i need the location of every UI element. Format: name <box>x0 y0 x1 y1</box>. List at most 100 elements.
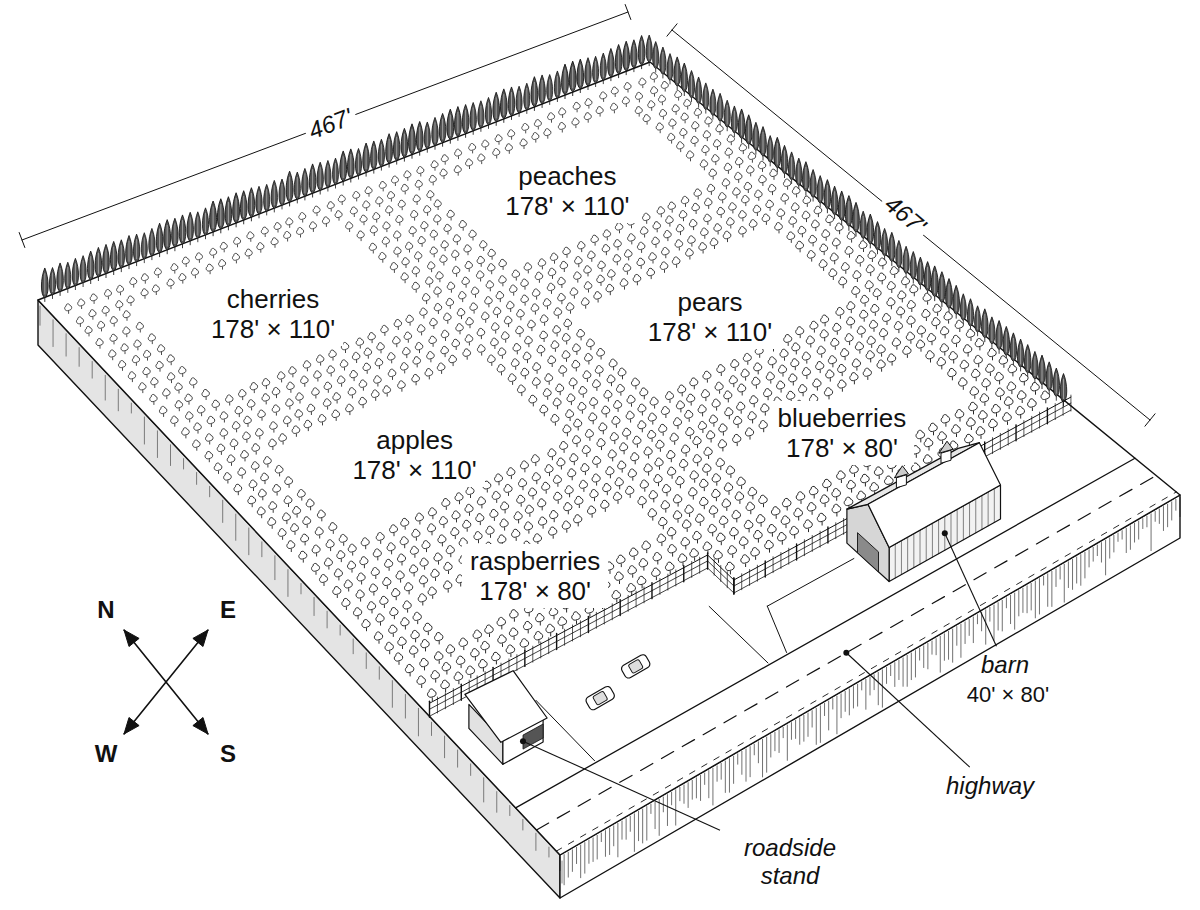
fruit-tree <box>261 473 269 484</box>
shade-stroke <box>40 306 41 325</box>
fruit-tree <box>653 222 661 233</box>
hatch-stroke <box>1118 533 1119 541</box>
poplar-tree <box>547 75 553 105</box>
shade-stroke <box>327 611 328 628</box>
fruit-tree <box>696 514 704 526</box>
barn-board <box>938 520 939 554</box>
hatch-stroke <box>617 823 618 856</box>
fruit-tree <box>995 372 1003 384</box>
fruit-tree <box>724 391 732 402</box>
hatch-stroke <box>994 605 995 640</box>
fruit-tree <box>534 631 543 643</box>
hatch-stroke <box>803 715 804 741</box>
fruit-tree <box>419 576 427 588</box>
fruit-tree <box>685 505 693 517</box>
fruit-tree <box>635 92 642 102</box>
fruit-tree <box>481 312 489 323</box>
fruit-tree <box>560 261 568 272</box>
fruit-tree <box>431 569 439 581</box>
poplar-tree <box>286 171 293 206</box>
fruit-tree <box>702 145 709 155</box>
fruit-tree <box>631 378 639 389</box>
fruit-tree <box>608 270 616 281</box>
fruit-tree <box>654 474 662 486</box>
hatch-stroke <box>1056 569 1057 587</box>
fruit-tree <box>534 120 541 130</box>
poplar-tree <box>608 48 614 81</box>
fruit-tree <box>863 368 871 380</box>
fruit-tree <box>833 323 841 334</box>
fruit-tree <box>688 236 696 247</box>
fruit-tree <box>717 207 725 218</box>
hatch-stroke <box>650 804 651 813</box>
fruit-tree <box>1041 391 1050 403</box>
fruit-tree <box>979 411 988 423</box>
fruit-tree <box>866 265 874 276</box>
fruit-tree <box>411 630 419 642</box>
fruit-tree <box>269 439 277 450</box>
fruit-tree <box>838 364 846 376</box>
fruit-tree <box>327 366 335 377</box>
fruit-tree <box>361 538 369 549</box>
fruit-tree <box>847 317 855 328</box>
orchard-plot: pears178' × 110' <box>640 285 780 349</box>
fruit-tree <box>679 459 687 471</box>
poplar-tree <box>660 47 666 78</box>
fruit-tree <box>499 276 506 287</box>
fruit-tree <box>340 360 348 371</box>
hatch-stroke <box>568 852 569 877</box>
fruit-tree <box>285 477 293 488</box>
shade-stroke <box>66 334 67 356</box>
shade-stroke <box>248 528 249 555</box>
hatch-stroke <box>667 795 668 826</box>
fruit-tree <box>509 628 517 640</box>
fruit-tree <box>910 285 918 296</box>
hatch-stroke <box>725 761 726 792</box>
fruit-tree <box>807 503 816 515</box>
fruit-tree <box>701 228 709 239</box>
poplar-tree <box>696 77 702 108</box>
fruit-tree <box>595 366 603 377</box>
fruit-tree <box>333 393 341 404</box>
fruit-tree <box>437 363 445 374</box>
fruit-tree <box>379 252 386 262</box>
fruit-tree <box>504 316 512 327</box>
fruit-tree <box>413 612 421 624</box>
fruit-tree <box>591 235 598 246</box>
fruit-tree <box>564 319 572 330</box>
fruit-tree <box>379 181 386 191</box>
fruit-tree <box>493 307 501 318</box>
fruit-tree <box>558 293 566 304</box>
fruit-tree <box>65 304 72 314</box>
fruit-tree <box>525 505 533 517</box>
fruit-tree <box>581 298 589 309</box>
fruit-tree <box>466 487 474 498</box>
fruit-tree <box>438 535 446 546</box>
fruit-tree <box>923 293 931 304</box>
fence-post <box>636 591 637 607</box>
poplar-tree <box>103 244 110 278</box>
fruit-tree <box>324 382 332 393</box>
fruit-tree <box>703 371 711 382</box>
fruit-tree <box>303 361 310 372</box>
fruit-tree <box>463 520 471 531</box>
curb-line <box>536 700 595 760</box>
poplar-tree <box>667 54 673 85</box>
fruit-tree <box>394 231 401 241</box>
fruit-tree <box>584 282 592 293</box>
fruit-tree <box>575 496 583 508</box>
hatch-stroke <box>816 708 817 744</box>
fruit-tree <box>512 529 520 541</box>
fruit-tree <box>701 390 709 401</box>
orchard-plot: apples178' × 110' <box>344 423 484 487</box>
fruit-tree <box>546 624 555 636</box>
fruit-tree <box>618 461 626 473</box>
fruit-tree <box>507 468 515 479</box>
fruit-tree <box>318 415 326 426</box>
fruit-tree <box>404 583 412 595</box>
fruit-tree <box>517 495 525 506</box>
fruit-tree <box>401 618 409 630</box>
fruit-tree <box>613 255 621 266</box>
fruit-tree <box>243 432 251 443</box>
hatch-stroke <box>762 739 763 777</box>
